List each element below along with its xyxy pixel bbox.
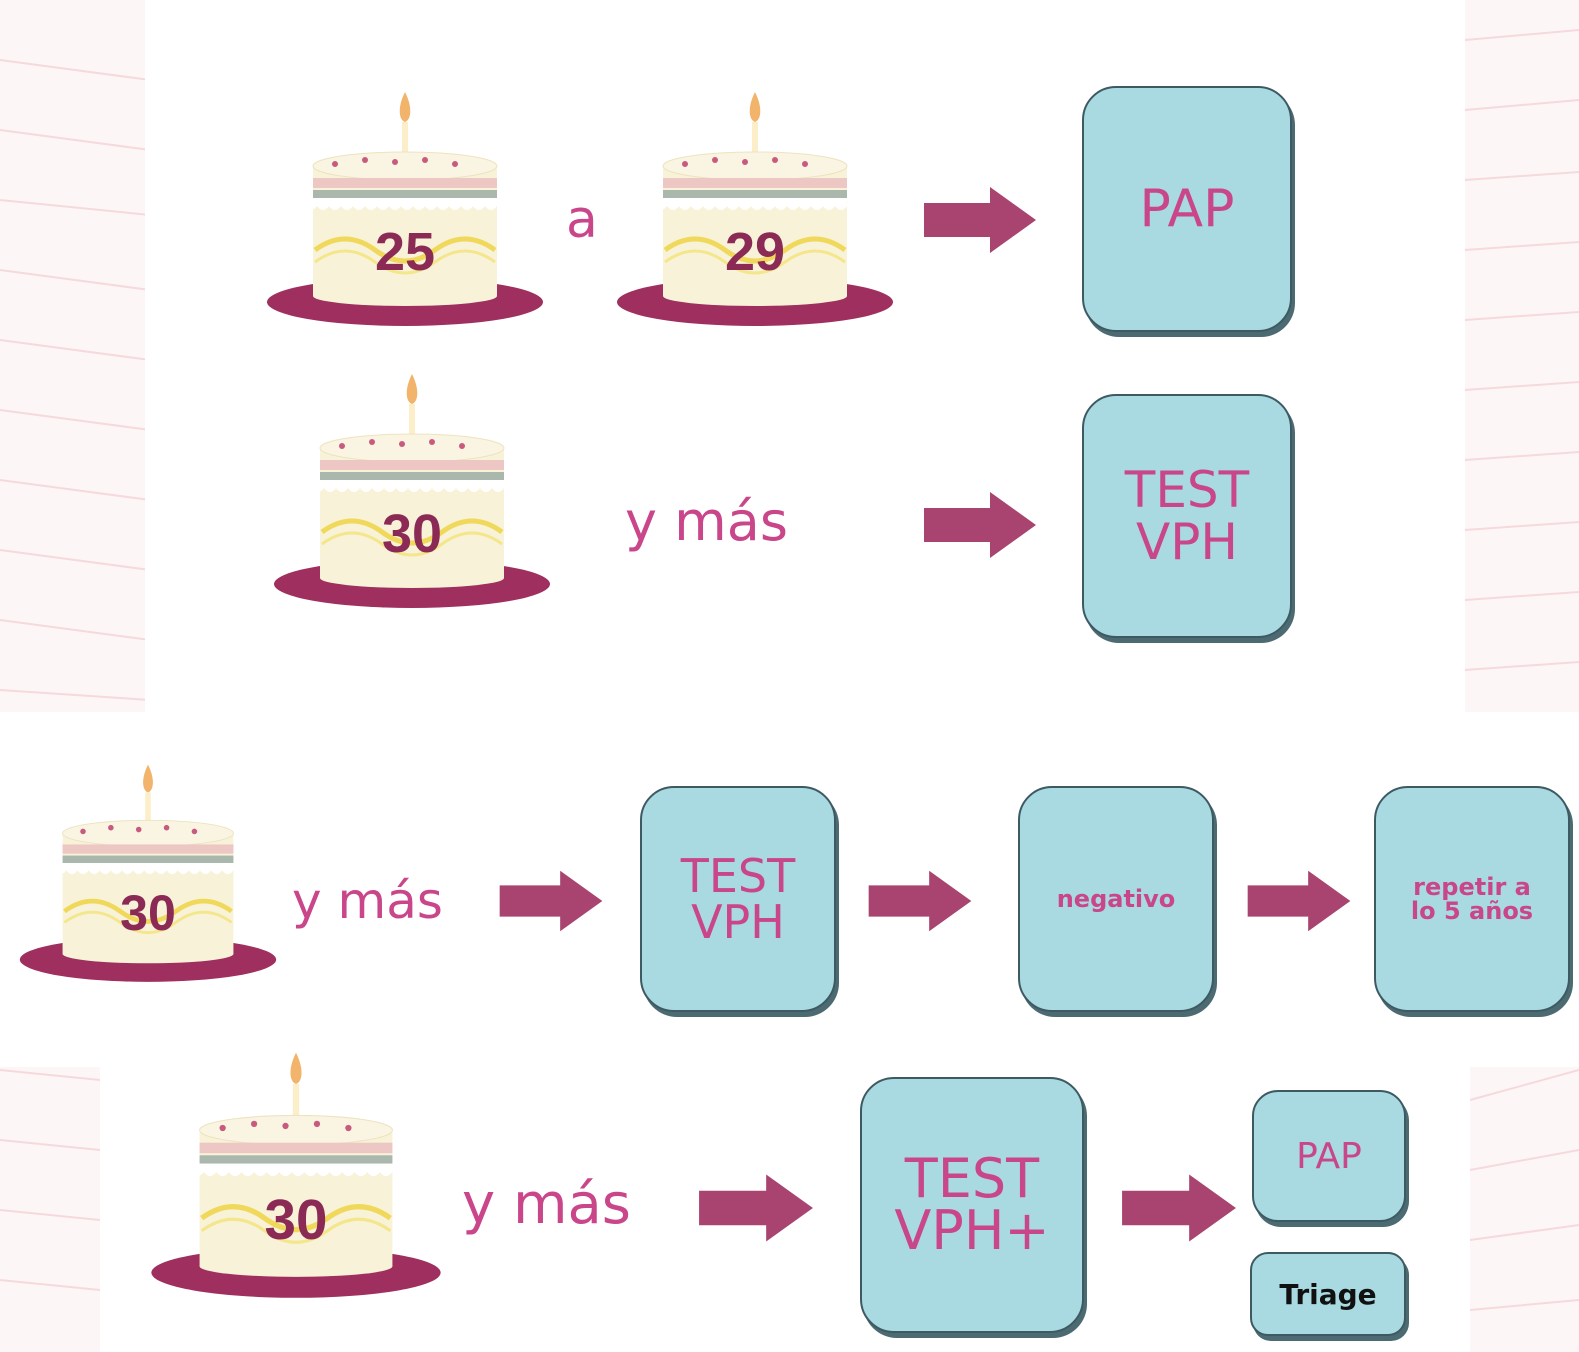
test-vph-box: TEST VPH (1082, 394, 1292, 638)
triage-box: Triage (1250, 1252, 1406, 1336)
cake-30: 30 (18, 752, 278, 987)
negativo-box: negativo (1018, 786, 1214, 1012)
repeat-box: repetir a lo 5 años (1374, 786, 1570, 1012)
age-suffix: y más (462, 1172, 631, 1237)
cake-number: 30 (265, 1188, 328, 1251)
cake-29: 29 (615, 80, 895, 330)
test-vph-positive-box: TEST VPH+ (860, 1077, 1084, 1333)
arrow-right-icon (868, 870, 972, 932)
arrow-right-icon (1247, 870, 1351, 932)
cake-number: 30 (120, 885, 176, 941)
box-label: PAP (1139, 179, 1235, 239)
cake-number: 25 (375, 222, 435, 282)
box-label-line1: TEST (904, 1147, 1040, 1210)
cake-30: 30 (148, 1040, 444, 1302)
cake-number: 30 (382, 504, 442, 564)
box-label-line1: repetir a (1413, 873, 1531, 901)
pap-box: PAP (1082, 86, 1292, 332)
arrow-right-icon (924, 187, 1036, 253)
pap-box: PAP (1252, 1090, 1406, 1222)
box-label: PAP (1296, 1135, 1362, 1177)
box-label-line2: VPH (1136, 513, 1238, 571)
range-connector: a (566, 190, 598, 250)
arrow-right-icon (699, 1174, 813, 1242)
box-label-line2: lo 5 años (1410, 897, 1534, 925)
box-label-line1: TEST (1124, 461, 1250, 519)
arrow-right-icon (1122, 1174, 1236, 1242)
arrow-right-icon (924, 492, 1036, 558)
test-vph-box: TEST VPH (640, 786, 836, 1012)
cake-30: 30 (272, 362, 552, 612)
arrow-right-icon (499, 870, 603, 932)
box-label-line2: VPH+ (894, 1199, 1050, 1262)
cake-25: 25 (265, 80, 545, 330)
box-label-line1: TEST (680, 849, 796, 903)
box-label: Triage (1279, 1277, 1377, 1311)
box-label-line2: VPH (691, 895, 785, 949)
age-suffix: y más (292, 872, 443, 930)
age-suffix: y más (625, 490, 788, 553)
box-label: negativo (1056, 885, 1176, 913)
cake-number: 29 (725, 222, 785, 282)
